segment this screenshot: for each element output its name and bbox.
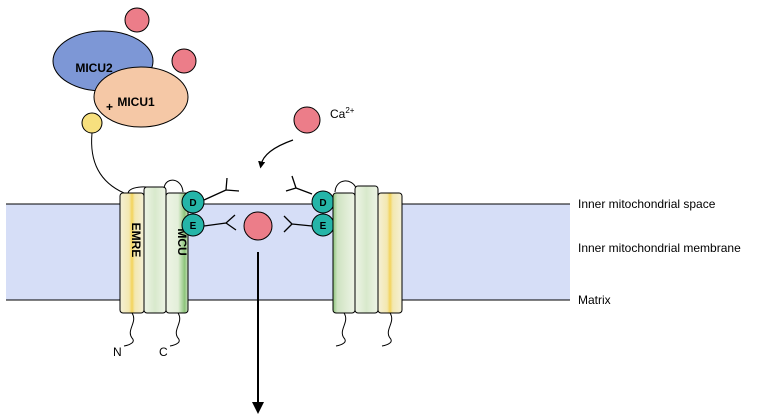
activator-tether xyxy=(91,132,125,194)
n-terminus-tail xyxy=(123,312,135,347)
residue-e-right-label: E xyxy=(320,221,327,232)
sidechain-d-right xyxy=(285,175,313,195)
right-tail-2 xyxy=(381,312,393,347)
c-terminus-label: C xyxy=(159,345,168,359)
micu1-protein xyxy=(93,66,189,128)
micu1-label: MICU1 xyxy=(117,95,155,109)
mcu-helix-top-loop xyxy=(163,179,184,193)
emre-helix-right xyxy=(377,192,403,314)
calcium-entry-arrow xyxy=(258,139,294,169)
sidechain-e-left xyxy=(203,214,237,231)
mcu-helix-left-outer xyxy=(143,186,167,314)
activator-circle xyxy=(81,112,103,134)
calcium-charge: 2+ xyxy=(345,106,354,115)
inner-membrane-band xyxy=(6,204,570,300)
right-mcu-top-loop xyxy=(334,180,357,193)
micu2-calcium-ion xyxy=(124,7,150,33)
mcu-label: MCU xyxy=(175,228,189,255)
right-tail-1 xyxy=(335,312,347,347)
c-terminus-tail xyxy=(169,312,181,347)
label-inner-mitochondrial-membrane: Inner mitochondrial membrane xyxy=(578,241,741,255)
n-terminus-label: N xyxy=(113,345,122,359)
label-inner-mitochondrial-space: Inner mitochondrial space xyxy=(578,197,716,211)
residue-e-left-label: E xyxy=(190,221,197,232)
residue-e-left xyxy=(181,213,205,237)
calcium-symbol: Ca xyxy=(330,107,346,121)
calcium-label: Ca2+ xyxy=(330,106,355,121)
micu1-calcium-ion xyxy=(171,48,197,74)
sidechain-d-left xyxy=(203,177,240,201)
emre-label: EMRE xyxy=(129,223,143,258)
residue-d-left-label: D xyxy=(189,198,196,209)
mcu-helix-right-outer xyxy=(354,185,379,314)
incoming-calcium-ion xyxy=(293,106,321,134)
residue-d-right-label: D xyxy=(319,198,326,209)
pore-calcium-ion xyxy=(243,211,273,241)
sidechain-e-right xyxy=(283,215,313,233)
mcu-helix-right-inner xyxy=(332,192,356,314)
label-matrix: Matrix xyxy=(578,293,611,307)
micu1-plus-sign: + xyxy=(106,100,113,114)
residue-d-left xyxy=(181,190,205,214)
micu2-label: MICU2 xyxy=(75,61,113,75)
